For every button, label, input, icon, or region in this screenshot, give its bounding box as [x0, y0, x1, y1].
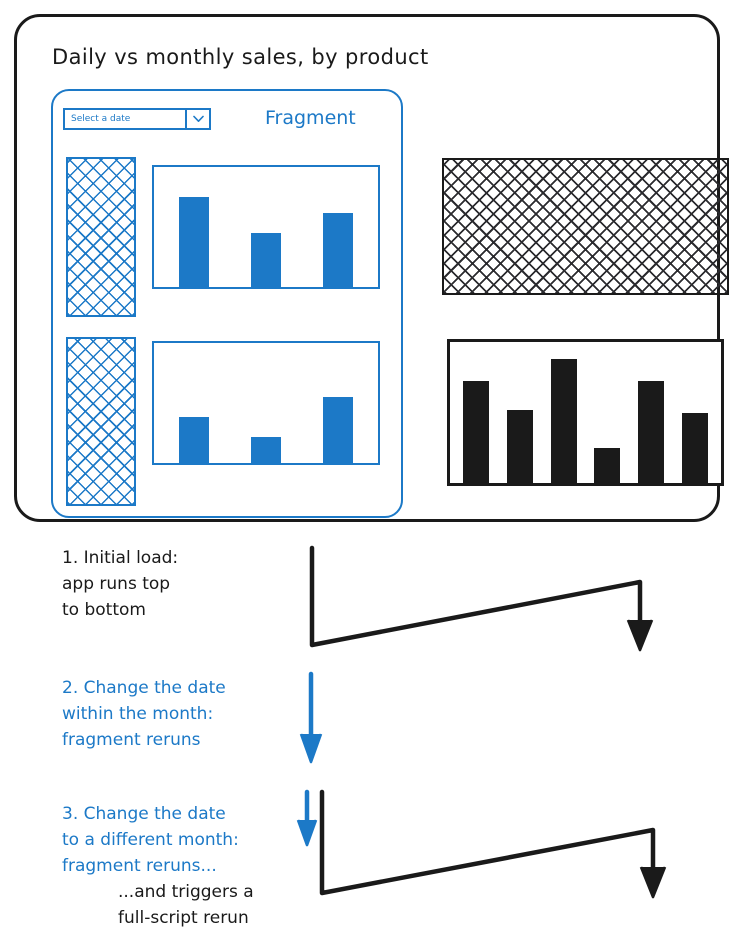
bar [682, 412, 709, 483]
bar-group [450, 342, 721, 483]
date-select[interactable]: Select a date [63, 108, 211, 130]
fragment-placeholder-block-top [66, 157, 136, 317]
bar [462, 381, 489, 483]
bar [179, 417, 209, 463]
date-select-value: Select a date [71, 114, 131, 124]
flow-step-2-label: 2. Change the date within the month: fra… [62, 678, 226, 750]
arrow-fragment-rerun [299, 671, 323, 764]
arrow-full-script-2 [319, 789, 667, 899]
fragment-panel: Select a date Fragment [51, 89, 403, 518]
flow-step-1-label: 1. Initial load: app runs top to bottom [62, 548, 179, 620]
fragment-label: Fragment [265, 107, 356, 129]
arrow-fragment-rerun-2 [296, 789, 318, 847]
bar-group [154, 167, 378, 287]
main-bar-chart [447, 339, 724, 486]
flow-step-3-label: 3. Change the date to a different month:… [62, 804, 239, 876]
bar [251, 233, 281, 287]
bar [550, 358, 577, 483]
flow-arrows [296, 545, 667, 899]
bar [323, 212, 353, 287]
bar [179, 197, 209, 287]
fragment-bar-chart-bottom [152, 341, 380, 465]
app-window-frame: Daily vs monthly sales, by product Selec… [14, 14, 729, 522]
flow-step-3-sub-label: ...and triggers a full-script rerun [118, 882, 254, 928]
bar [506, 409, 533, 483]
bar [323, 397, 353, 463]
bar [638, 381, 665, 483]
bar [251, 436, 281, 463]
fragment-placeholder-block-bottom [66, 337, 136, 506]
arrow-full-script-1 [309, 545, 654, 652]
chevron-down-icon[interactable] [185, 110, 209, 128]
fragment-bar-chart-top [152, 165, 380, 289]
main-placeholder-block [442, 158, 729, 295]
page-title: Daily vs monthly sales, by product [52, 45, 429, 69]
bar [594, 447, 621, 483]
bar-group [154, 343, 378, 463]
